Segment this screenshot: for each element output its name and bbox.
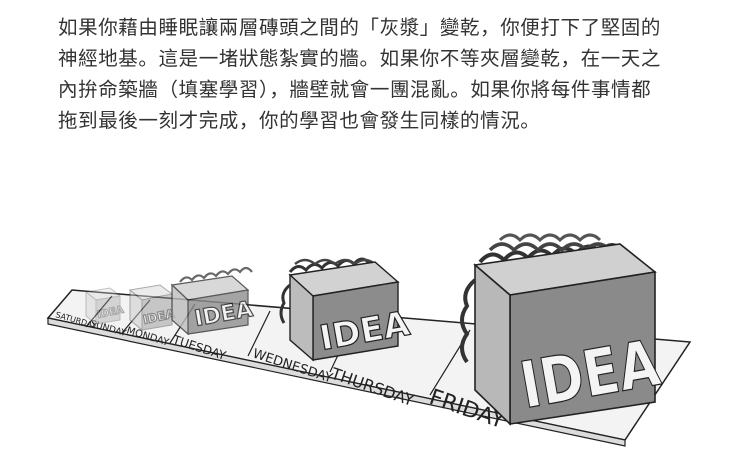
paragraph-line: 神經地基。這是一堵狀態紮實的牆。如果你不等夾層變乾，在一天之 [58,47,662,70]
idea-box-large: IDEA [279,257,414,362]
idea-box-huge: IDEA [460,233,666,426]
paragraph-line: 內拚命築牆（填塞學習），牆壁就會一團混亂。如果你將每件事情都 [58,78,652,101]
paragraph-line: 如果你藉由睡眠讓兩層磚頭之間的「灰漿」變乾，你便打下了堅固的 [58,16,662,39]
idea-box-medium: IDEA [170,266,255,336]
idea-box-small: IDEA [128,284,177,332]
paragraph-line: 拖到最後一刻才完成，你的學習也會發生同樣的情況。 [58,109,541,132]
idea-box-small: IDEA [84,287,125,326]
paragraph: 如果你藉由睡眠讓兩層磚頭之間的「灰漿」變乾，你便打下了堅固的 神經地基。這是一堵… [58,12,698,136]
